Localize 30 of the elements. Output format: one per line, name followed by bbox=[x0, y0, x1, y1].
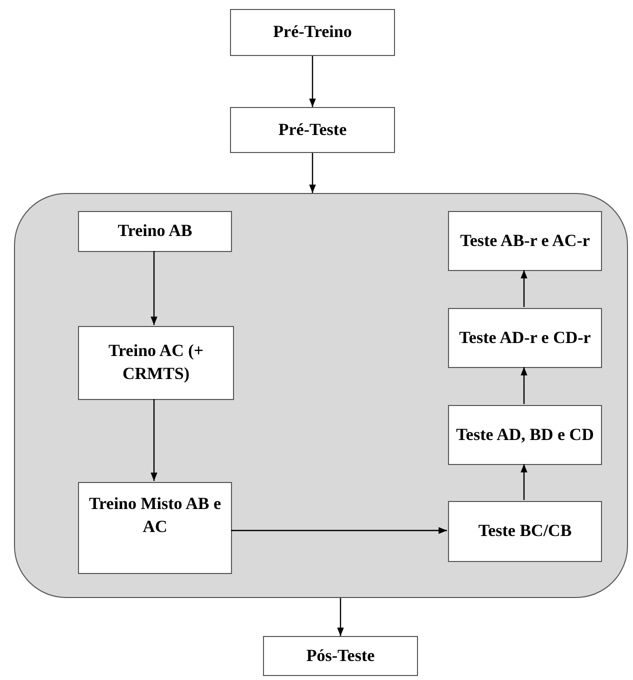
box-label: Pré-Teste bbox=[277, 118, 348, 141]
arrow bbox=[337, 598, 344, 636]
process-box bbox=[448, 501, 602, 562]
process-box bbox=[230, 107, 395, 153]
arrow bbox=[520, 464, 528, 500]
arrow bbox=[150, 251, 158, 325]
process-box bbox=[263, 636, 418, 676]
process-box bbox=[448, 211, 602, 271]
arrow bbox=[309, 56, 316, 107]
box-label: Pós-Teste bbox=[305, 644, 376, 667]
arrow bbox=[309, 153, 316, 193]
process-box bbox=[78, 326, 234, 400]
box-label: Pré-Treino bbox=[272, 21, 353, 44]
process-box bbox=[230, 9, 395, 56]
arrow bbox=[520, 270, 528, 307]
box-label: Treino Misto AB e AC bbox=[88, 493, 222, 538]
arrow bbox=[231, 527, 447, 534]
arrow bbox=[150, 399, 158, 481]
box-label: Treino AC (+ CRMTS) bbox=[107, 340, 204, 385]
process-box bbox=[448, 405, 602, 465]
process-box bbox=[448, 308, 602, 368]
group-panel bbox=[14, 193, 628, 598]
arrow bbox=[520, 367, 528, 404]
process-box bbox=[78, 211, 232, 252]
process-box bbox=[78, 482, 232, 574]
box-label: Teste BC/CB bbox=[477, 520, 573, 542]
box-label: Teste AD-r e CD-r bbox=[458, 326, 592, 349]
box-label: Teste AD, BD e CD bbox=[455, 424, 595, 446]
box-label: Teste AB-r e AC-r bbox=[459, 230, 591, 252]
box-label: Treino AB bbox=[116, 220, 194, 242]
